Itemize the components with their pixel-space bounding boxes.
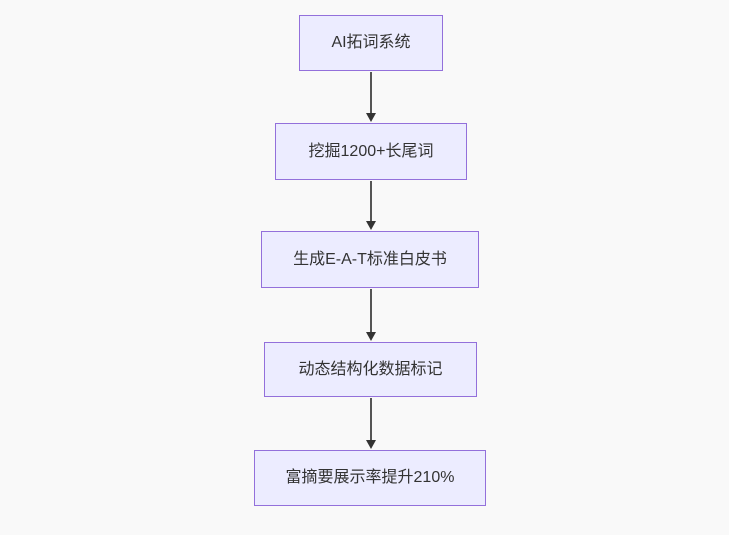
flow-node-ai-keyword-system: AI拓词系统 [299,15,443,71]
flow-arrow-n2-n3 [366,181,376,230]
flow-node-label: AI拓词系统 [331,34,411,52]
flow-arrow-n4-n5 [366,398,376,449]
flow-node-eat-whitepaper: 生成E-A-T标准白皮书 [261,231,479,288]
flow-node-rich-snippet-result: 富摘要展示率提升210% [254,450,486,506]
flow-arrow-n3-n4 [366,289,376,341]
flow-node-structured-data-markup: 动态结构化数据标记 [264,342,477,397]
flow-arrow-n1-n2 [366,72,376,122]
flow-node-longtail-mining: 挖掘1200+长尾词 [275,123,467,180]
flow-node-label: 富摘要展示率提升210% [285,469,455,487]
flow-node-label: 动态结构化数据标记 [298,360,443,378]
flow-node-label: 生成E-A-T标准白皮书 [293,250,447,268]
flow-node-label: 挖掘1200+长尾词 [308,142,434,160]
